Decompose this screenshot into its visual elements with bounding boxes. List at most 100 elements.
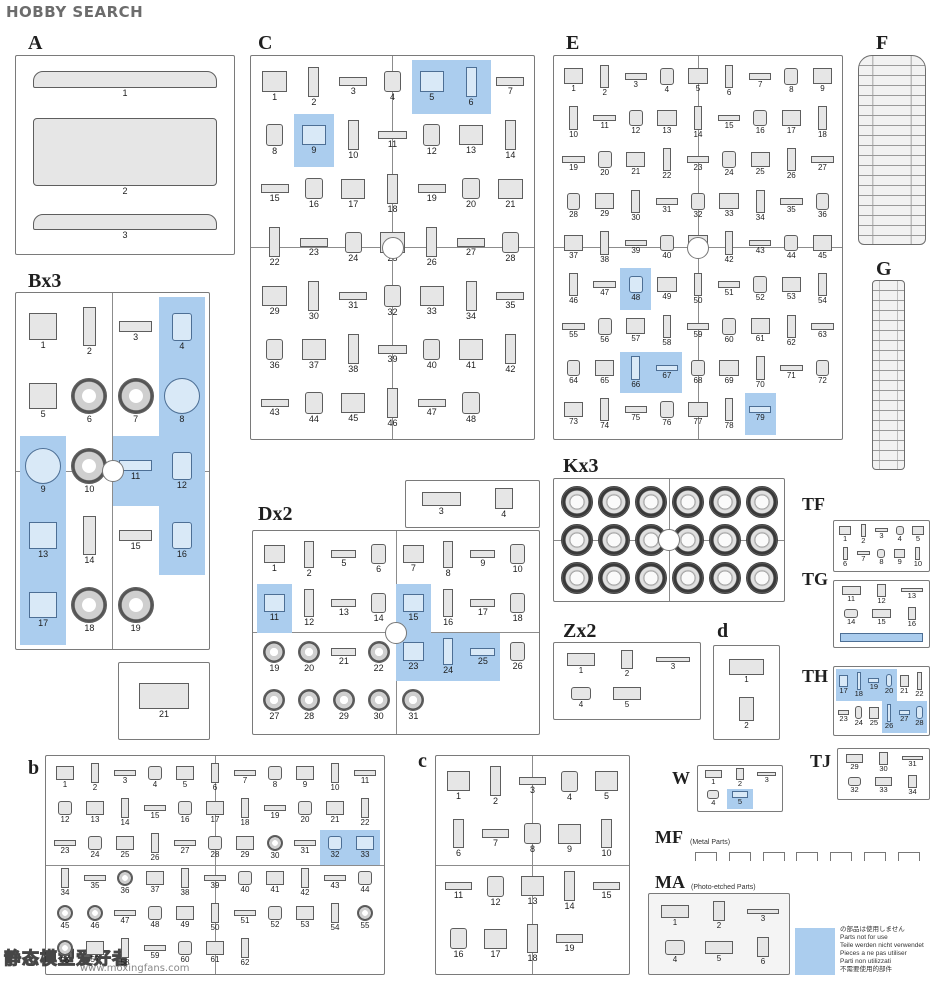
part-number: 5 [40, 409, 46, 420]
part-number: 3 [879, 531, 884, 541]
part-number: 1 [744, 674, 749, 684]
part-shape [626, 151, 646, 168]
part-number: 44 [360, 884, 370, 894]
part-shape [566, 359, 581, 377]
part-number: 18 [854, 688, 863, 698]
part-number: 28 [304, 711, 315, 722]
part-c-21: 21 [491, 167, 530, 221]
part-shape [626, 318, 646, 335]
part-e-68: 68 [682, 352, 713, 394]
part-shape [82, 307, 96, 347]
part-e-63: 63 [807, 310, 838, 352]
part-c-33: 33 [412, 274, 451, 328]
part-shape [235, 836, 255, 850]
part-number: 21 [900, 685, 909, 695]
part-number: 17 [210, 814, 220, 824]
part-shape [749, 239, 772, 247]
part-e-38: 38 [589, 227, 620, 269]
part-shape [786, 147, 796, 172]
wheel-tire-icon [560, 562, 593, 594]
part-shape [298, 640, 321, 663]
part-shape [260, 184, 289, 194]
part-shape [178, 940, 192, 955]
part-shape [731, 790, 749, 799]
part-shape [838, 710, 850, 716]
part-number: 17 [348, 198, 359, 209]
part-shape [845, 753, 864, 763]
part-number: 73 [569, 417, 578, 427]
part-shape [386, 388, 398, 419]
part-c-43: 43 [255, 381, 294, 435]
part-number: 72 [817, 376, 827, 386]
part-shape [171, 451, 193, 480]
part-shape [234, 910, 256, 916]
part-number: 1 [578, 665, 584, 675]
part-shape [848, 776, 861, 786]
part-e-7: 7 [745, 60, 776, 102]
part-number: 58 [662, 337, 672, 347]
part-e-67: 67 [651, 351, 683, 394]
part-number: 47 [426, 407, 437, 418]
part-number: 1 [672, 918, 678, 928]
part-shape [28, 591, 58, 619]
part-c-6: 6 [451, 60, 491, 114]
part-shape [624, 406, 647, 413]
part-number: 42 [300, 887, 310, 897]
part-shape [818, 106, 827, 130]
part-number: 53 [300, 919, 310, 929]
part-number: 26 [426, 257, 437, 268]
part-shape [171, 312, 193, 341]
part-shape [886, 703, 892, 722]
wheel-tire-icon [671, 562, 704, 594]
part-e-42: 42 [714, 227, 745, 269]
part-shape [383, 285, 402, 307]
part-shape [620, 649, 634, 669]
part-number: 23 [839, 714, 848, 724]
part-b-49: 49 [170, 900, 200, 935]
part-shape [662, 314, 672, 338]
wheel-part [669, 483, 706, 521]
part-shape [308, 280, 320, 311]
part-z-3: 3 [650, 647, 696, 681]
part-number: 32 [330, 849, 340, 859]
part-number: 63 [817, 329, 827, 339]
part-shape [295, 766, 315, 780]
part-b-18: 18 [66, 575, 112, 645]
part-shape [601, 818, 612, 849]
part-number: 1 [62, 779, 68, 789]
part-number: 28 [505, 253, 516, 264]
part-b-20: 20 [290, 795, 320, 830]
part-number: 39 [631, 246, 641, 256]
part-number: 26 [512, 661, 523, 672]
part-c-7: 7 [477, 813, 514, 866]
part-d-10: 10 [500, 535, 535, 584]
part-c-35: 35 [491, 274, 530, 328]
wheel-tire-icon [745, 524, 778, 556]
part-e-5: 5 [682, 60, 713, 102]
part-e-17: 17 [776, 102, 807, 144]
part-shape [597, 151, 612, 168]
part-tg-11: 11 [836, 583, 866, 606]
part-shape [597, 317, 612, 335]
part-shape [120, 798, 130, 818]
part-shape [423, 338, 441, 361]
part-shape [367, 689, 390, 712]
part-b-9: 9 [290, 760, 320, 795]
part-c-11: 11 [440, 865, 477, 918]
wheel-part [706, 521, 743, 559]
part-shape [593, 281, 616, 288]
part-e-71: 71 [776, 352, 807, 394]
part-e-64: 64 [558, 352, 589, 394]
part-d-14: 14 [361, 584, 396, 633]
part-number: 55 [569, 329, 578, 339]
part-shape [32, 71, 218, 89]
part-number: 28 [915, 718, 924, 728]
legend-line-en: Parts not for use [840, 934, 888, 941]
part-shape [912, 525, 924, 535]
part-shape [915, 546, 921, 560]
part-shape [145, 871, 165, 885]
part-shape [916, 706, 923, 720]
part-shape [496, 77, 525, 86]
